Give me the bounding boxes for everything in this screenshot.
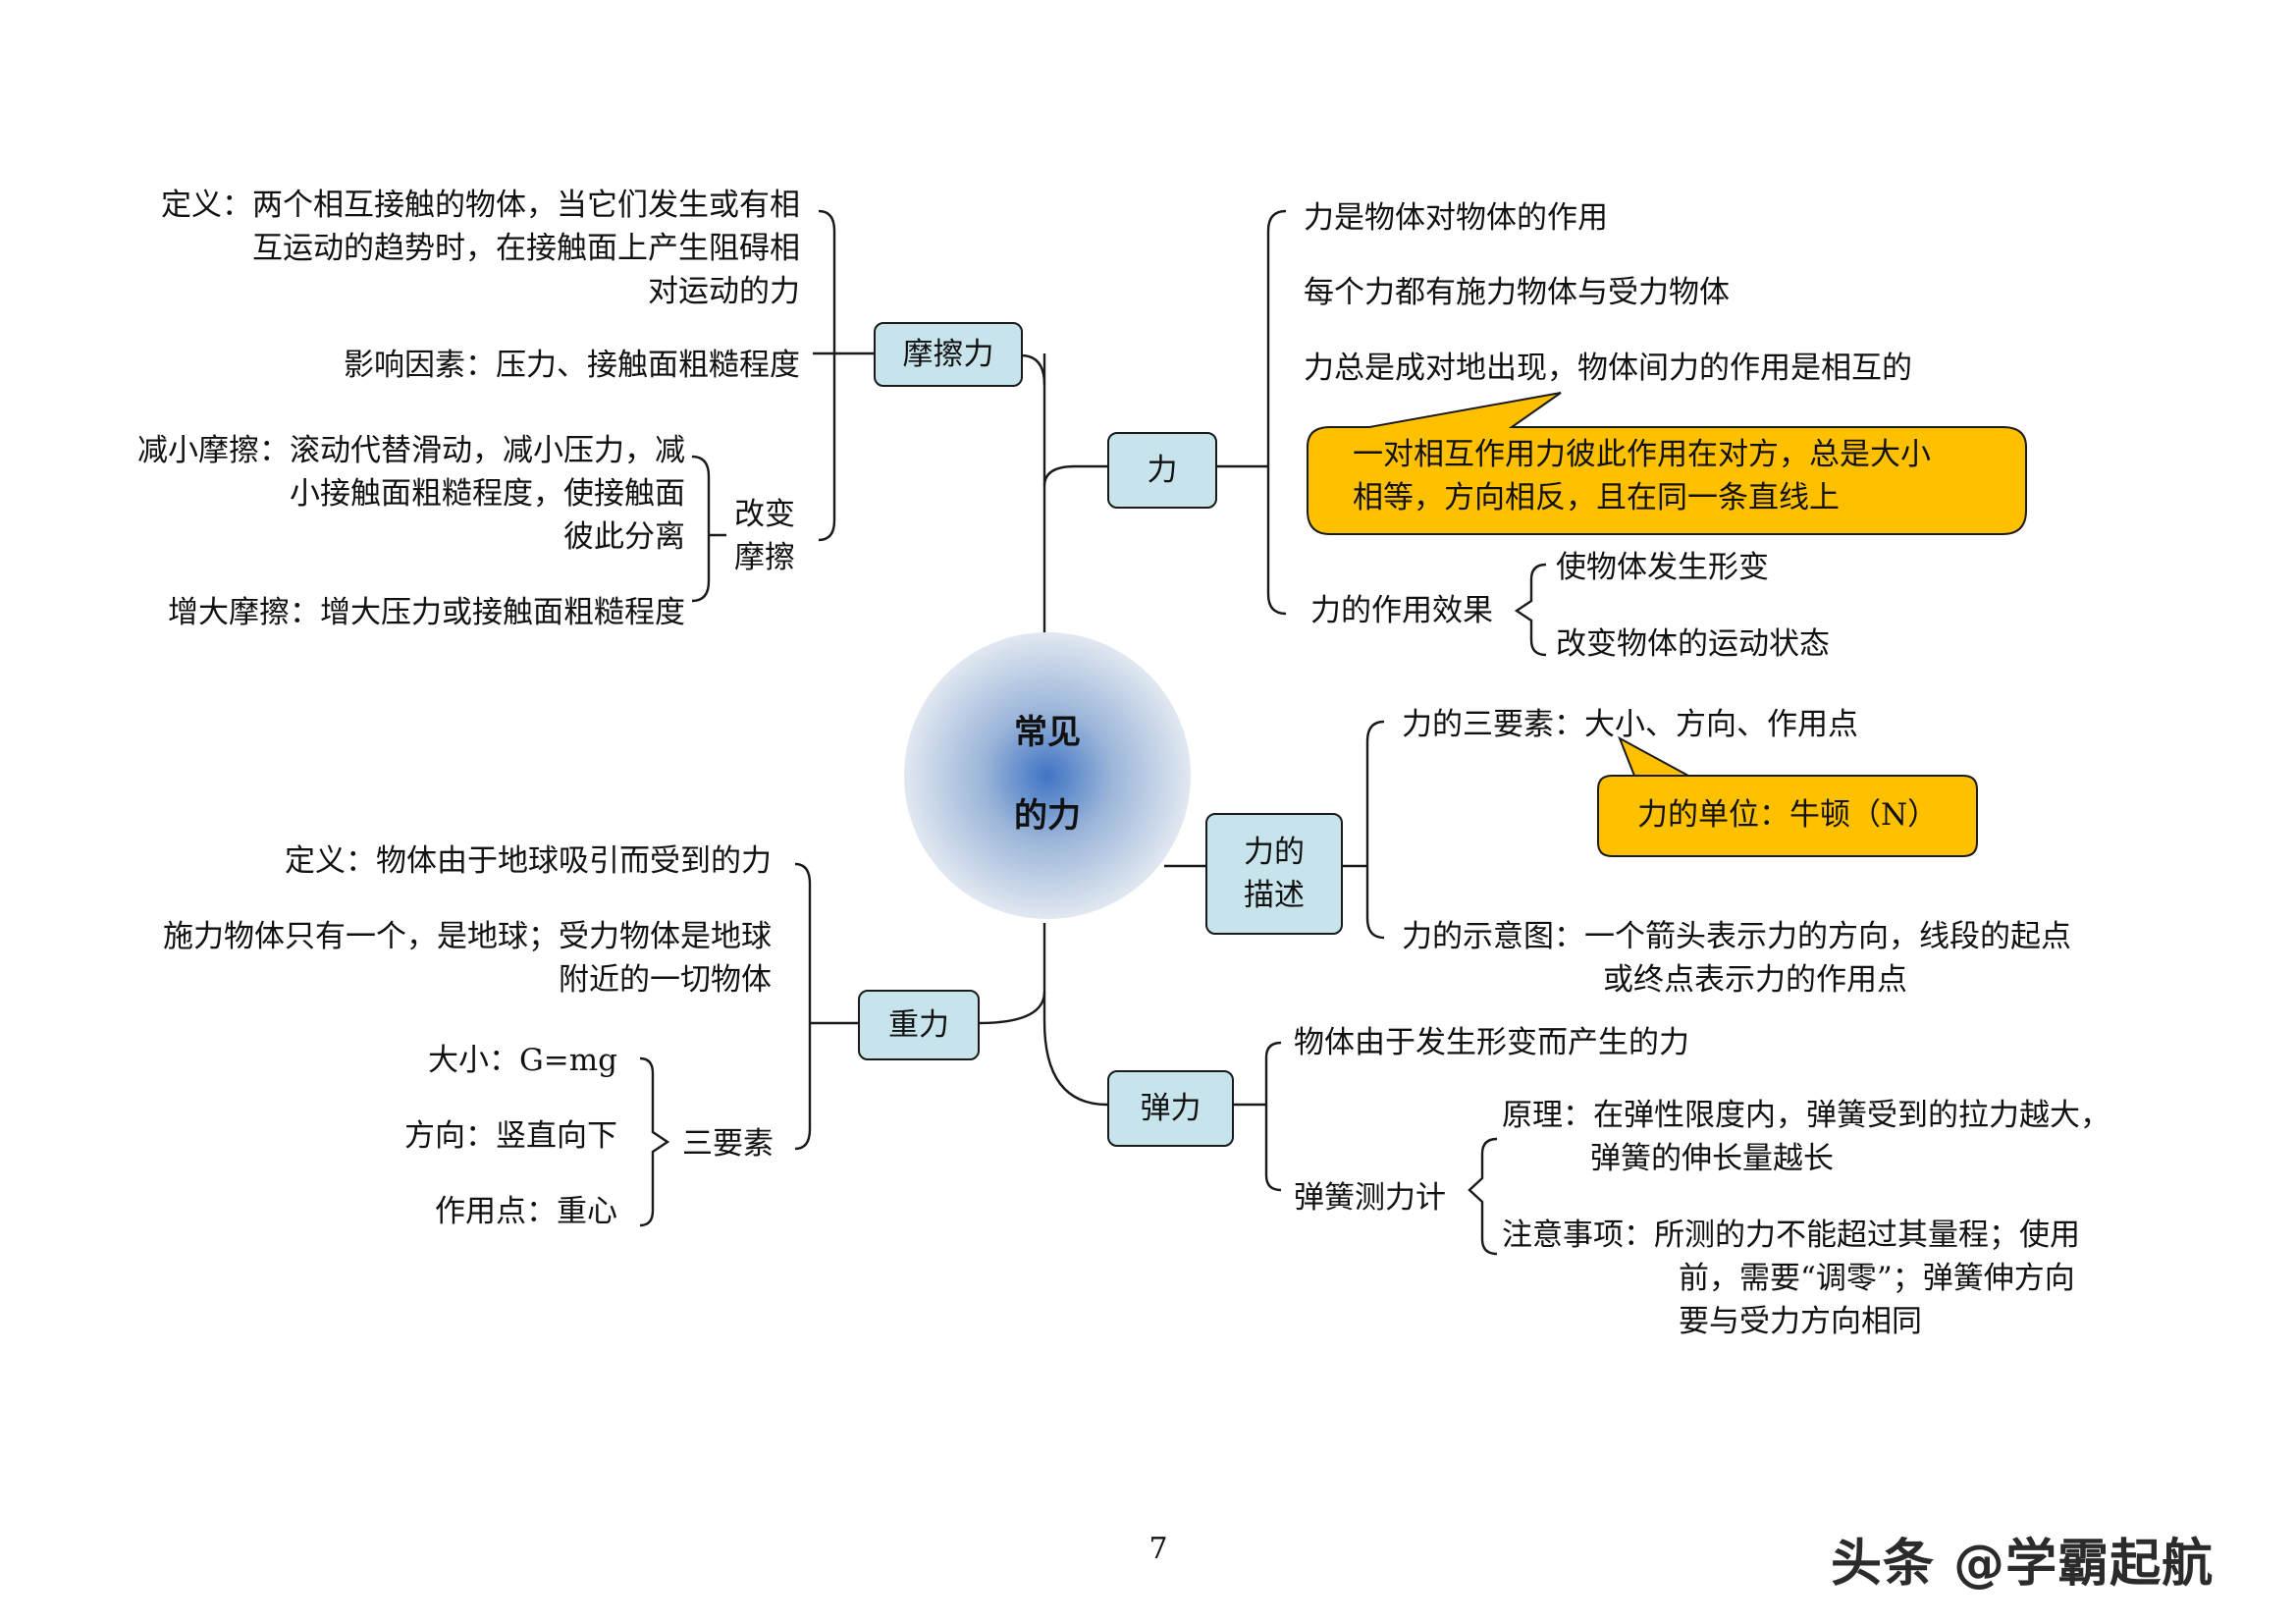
force-item-3: 力总是成对地出现，物体间力的作用是相互的 xyxy=(1304,351,1912,386)
force-effect-deform: 使物体发生形变 xyxy=(1556,550,1769,585)
interaction-callout-shape xyxy=(1307,392,2027,535)
force-item-2: 每个力都有施力物体与受力物体 xyxy=(1304,275,1730,310)
friction-definition-line: 定义：两个相互接触的物体，当它们发生或有相 xyxy=(161,188,800,223)
gravity-bodies-line: 附近的一切物体 xyxy=(559,962,772,998)
elastic-node: 弹力 xyxy=(1107,1070,1234,1147)
spring-notes-line: 要与受力方向相同 xyxy=(1679,1304,1922,1339)
interaction-callout-text: 一对相互作用力彼此作用在对方，总是大小 相等，方向相反，且在同一条直线上 xyxy=(1353,433,1931,519)
page-number: 7 xyxy=(1148,1532,1168,1566)
friction-reduce-line: 小接触面粗糙程度，使接触面 xyxy=(290,476,685,512)
spring-principle: 原理：在弹性限度内，弹簧受到的拉力越大， 弹簧的伸长量越长 xyxy=(1502,1094,2110,1180)
spring-meter-label: 弹簧测力计 xyxy=(1294,1180,1446,1216)
description-diagram-line: 或终点表示力的作用点 xyxy=(1603,962,1907,998)
description-three-elements: 力的三要素：大小、方向、作用点 xyxy=(1402,707,1858,742)
friction-node: 摩擦力 xyxy=(874,322,1023,387)
unit-callout-shape xyxy=(1597,735,1978,857)
gravity-definition: 定义：物体由于地球吸引而受到的力 xyxy=(285,843,772,879)
watermark: 头条 @学霸起航 xyxy=(1831,1535,2215,1594)
friction-reduce-line: 减小摩擦：滚动代替滑动，减小压力，减 xyxy=(137,433,685,468)
description-node-line: 描述 xyxy=(1244,878,1305,913)
friction-factors: 影响因素：压力、接触面粗糙程度 xyxy=(344,348,800,383)
unit-callout-text: 力的单位：牛顿（N） xyxy=(1637,797,1939,833)
center-node-circle xyxy=(904,632,1191,919)
force-effect-motion: 改变物体的运动状态 xyxy=(1556,626,1830,662)
friction-definition: 定义：两个相互接触的物体，当它们发生或有相 互运动的趋势时，在接触面上产生阻碍相… xyxy=(161,184,800,313)
gravity-node-label: 重力 xyxy=(888,1007,949,1043)
spring-notes: 注意事项：所测的力不能超过其量程；使用 前，需要“调零”；弹簧伸方向 要与受力方… xyxy=(1502,1214,2080,1343)
friction-increase: 增大摩擦：增大压力或接触面粗糙程度 xyxy=(168,595,685,630)
friction-change-label: 改变 摩擦 xyxy=(734,493,795,579)
friction-node-label: 摩擦力 xyxy=(902,337,994,372)
description-node-line: 力的 xyxy=(1244,835,1305,870)
force-node: 力 xyxy=(1107,432,1217,509)
gravity-magnitude: 大小：G=mg xyxy=(428,1043,617,1078)
spring-notes-line: 注意事项：所测的力不能超过其量程；使用 xyxy=(1502,1218,2080,1253)
gravity-bodies: 施力物体只有一个，是地球；受力物体是地球 附近的一切物体 xyxy=(163,915,772,1001)
friction-change-line: 改变 xyxy=(734,497,795,532)
elastic-node-label: 弹力 xyxy=(1140,1091,1201,1126)
description-diagram: 力的示意图：一个箭头表示力的方向，线段的起点 或终点表示力的作用点 xyxy=(1402,915,2071,1001)
description-node: 力的 描述 xyxy=(1205,813,1343,935)
gravity-point: 作用点：重心 xyxy=(435,1194,617,1229)
force-node-label: 力 xyxy=(1147,453,1178,488)
elastic-definition: 物体由于发生形变而产生的力 xyxy=(1294,1025,1689,1060)
friction-reduce: 减小摩擦：滚动代替滑动，减小压力，减 小接触面粗糙程度，使接触面 彼此分离 xyxy=(137,429,685,559)
center-title-line1: 常见 xyxy=(1014,713,1081,752)
friction-change-line: 摩擦 xyxy=(734,540,795,575)
gravity-three-label: 三要素 xyxy=(682,1126,774,1162)
interaction-callout-line: 相等，方向相反，且在同一条直线上 xyxy=(1353,480,1840,515)
gravity-direction: 方向：竖直向下 xyxy=(404,1118,617,1154)
friction-definition-line: 互运动的趋势时，在接触面上产生阻碍相 xyxy=(252,231,800,266)
force-effect-label: 力的作用效果 xyxy=(1310,593,1493,628)
center-title-line2: 的力 xyxy=(1014,796,1081,836)
spring-principle-line: 原理：在弹性限度内，弹簧受到的拉力越大， xyxy=(1502,1098,2110,1133)
friction-definition-line: 对运动的力 xyxy=(648,274,800,309)
friction-reduce-line: 彼此分离 xyxy=(563,519,685,555)
spring-notes-line: 前，需要“调零”；弹簧伸方向 xyxy=(1679,1261,2075,1296)
gravity-node: 重力 xyxy=(858,990,980,1060)
center-node-title: 常见 的力 xyxy=(988,705,1106,837)
force-item-1: 力是物体对物体的作用 xyxy=(1304,200,1608,236)
gravity-bodies-line: 施力物体只有一个，是地球；受力物体是地球 xyxy=(163,919,772,954)
spring-principle-line: 弹簧的伸长量越长 xyxy=(1590,1141,1834,1176)
description-diagram-line: 力的示意图：一个箭头表示力的方向，线段的起点 xyxy=(1402,919,2071,954)
interaction-callout-line: 一对相互作用力彼此作用在对方，总是大小 xyxy=(1353,437,1931,472)
